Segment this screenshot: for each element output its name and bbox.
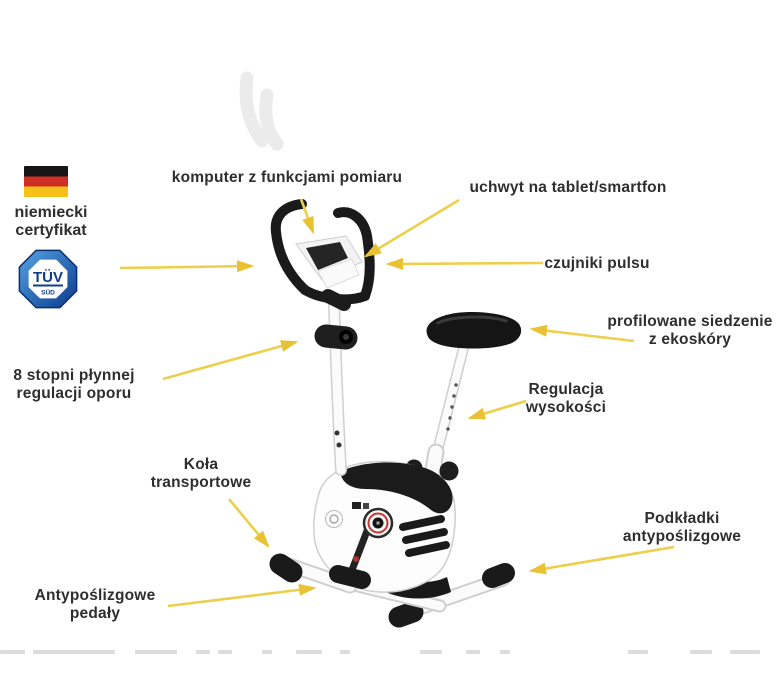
callout-height-label-line2: wysokości	[525, 399, 607, 416]
callout-pulse: czujniki pulsu	[544, 255, 649, 273]
rear-stabilizer	[388, 563, 515, 628]
certificate-label-line1: niemiecki	[14, 204, 88, 221]
arrow-seat	[529, 324, 635, 343]
callout-pedals-label-line2: pedały	[69, 605, 121, 622]
body-top-shroud	[340, 462, 453, 514]
callout-seat: profilowane siedzenie z ekoskóry	[607, 313, 772, 349]
callout-tablet-label: uchwyt na tablet/smartfon	[469, 179, 667, 196]
console-display	[295, 235, 363, 311]
german-flag-icon	[24, 166, 68, 197]
arrow-resistance	[162, 340, 299, 381]
handlebar-post	[328, 299, 347, 476]
saddle	[426, 312, 522, 349]
callout-height: Regulacja wysokości	[526, 381, 606, 417]
arrow-wheels	[227, 498, 270, 548]
callout-tablet: uchwyt na tablet/smartfon	[469, 179, 666, 197]
seat-post	[430, 344, 469, 463]
callout-seat-label-line1: profilowane siedzenie	[607, 313, 773, 330]
arrow-tuv	[119, 260, 255, 273]
certificate-label-line2: certyfikat	[15, 222, 87, 239]
callout-resistance: 8 stopni płynnej regulacji oporu	[13, 367, 134, 403]
red-reflector	[353, 556, 359, 562]
rear-foot-right	[482, 563, 515, 588]
callout-computer-label: komputer z funkcjami pomiaru	[171, 169, 403, 186]
watermark	[239, 71, 284, 151]
arrow-pulse	[385, 257, 544, 270]
vent-stripes	[399, 515, 450, 557]
callout-wheels-label-line1: Koła	[183, 456, 219, 473]
callout-pedals: Antypoślizgowe pedały	[35, 587, 156, 623]
arrow-computer	[299, 198, 315, 235]
callout-pulse-label: czujniki pulsu	[544, 255, 650, 272]
left-pedal	[329, 565, 371, 589]
callout-pads-label-line1: Podkładki	[644, 510, 720, 527]
exercise-bike	[269, 199, 522, 628]
callout-computer: komputer z funkcjami pomiaru	[172, 169, 402, 187]
tuv-sud-badge: TÜV SÜD	[18, 249, 78, 309]
callout-pads: Podkładki antypoślizgowe	[623, 510, 741, 546]
callout-resistance-label-line2: regulacji oporu	[16, 385, 132, 402]
arrow-pads	[528, 545, 675, 575]
certificate-label: niemiecki certyfikat	[15, 204, 88, 240]
stem-joint	[321, 289, 351, 311]
crank-assembly	[329, 507, 394, 589]
arrow-tablet	[363, 198, 460, 258]
tuv-text: TÜV	[33, 269, 63, 286]
callout-height-label-line1: Regulacja	[528, 381, 604, 398]
body-logo	[325, 510, 343, 528]
callout-wheels: Koła transportowe	[151, 456, 252, 492]
arrow-height	[467, 399, 527, 420]
callout-arrows	[119, 198, 675, 608]
resistance-knob	[314, 324, 358, 350]
sud-text: SÜD	[41, 288, 55, 297]
callout-wheels-label-line2: transportowe	[150, 474, 252, 491]
transport-wheel-foot	[269, 553, 303, 583]
console-screen	[306, 242, 348, 270]
callout-pedals-label-line1: Antypoślizgowe	[34, 587, 156, 604]
rear-foot-left	[388, 601, 424, 628]
callout-pads-label-line2: antypoślizgowe	[622, 528, 742, 545]
arrow-pedals	[167, 583, 317, 608]
callout-seat-label-line2: z ekoskóry	[648, 331, 732, 348]
callout-resistance-label-line1: 8 stopni płynnej	[13, 367, 135, 384]
right-pedal	[439, 461, 459, 481]
